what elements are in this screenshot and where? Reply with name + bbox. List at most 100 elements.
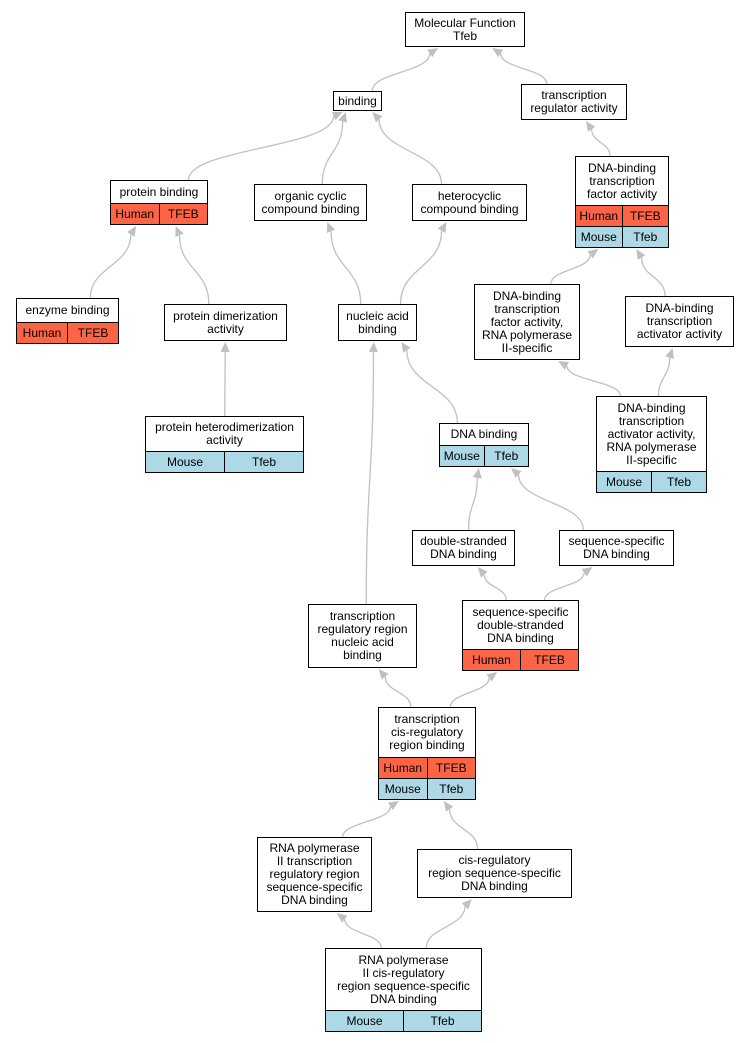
organism-cell: Human: [22, 326, 62, 340]
go-term-label-line: region binding: [389, 738, 465, 752]
go-term-label: enzyme binding: [17, 299, 118, 322]
edge-crr-ss-to-tcrr: [448, 809, 479, 850]
go-term-label-line: DNA-binding: [617, 400, 686, 415]
edge-dna-binding-to-nucleic-acid: [406, 350, 459, 424]
go-term-label-line: protein dimerization: [173, 308, 278, 323]
organism-cell: Mouse: [166, 455, 204, 469]
edge-arrowhead: [336, 913, 348, 923]
edge-organic-cyclic-to-binding: [321, 121, 344, 185]
go-term-label-line: factor activity: [586, 186, 658, 201]
go-term-label: DNA binding: [440, 424, 528, 445]
go-term-label-line: DNA binding: [450, 427, 518, 441]
edge-protein-dimerization-to-protein-binding: [178, 235, 210, 305]
go-term-label-line: II transcription: [276, 854, 353, 868]
go-term-label-line: binding: [343, 648, 382, 662]
edge-arrowhead: [486, 672, 498, 682]
go-term-label-line: organic cyclic: [274, 188, 347, 203]
go-term-label-line: transcription: [646, 314, 713, 328]
go-term-label-line: nucleic acid: [346, 308, 409, 323]
edge-arrowhead: [586, 121, 596, 132]
edge-ssds-dna-to-ss-dna: [543, 572, 585, 601]
organism-cell: Human: [383, 761, 423, 775]
go-term-label-line: DNA binding: [583, 547, 650, 561]
edge-dbtfa-to-tra: [591, 129, 611, 157]
go-term-label-line: compound binding: [420, 201, 519, 216]
gene-symbol-cell: Tfeb: [224, 452, 303, 472]
edge-arrowhead: [388, 801, 399, 811]
go-term-node-binding[interactable]: binding: [333, 91, 382, 111]
edge-protein-binding-to-binding: [187, 115, 335, 181]
organism-cell: Human: [115, 207, 155, 221]
gene-symbol-cell: Tfeb: [621, 227, 669, 247]
go-term-label-line: double-stranded: [477, 617, 564, 632]
go-term-label-line: II-specific: [626, 452, 677, 467]
edge-arrowhead: [175, 226, 184, 237]
edge-binding-to-root: [371, 53, 431, 92]
edge-heterocyclic-to-binding: [378, 119, 443, 185]
go-term-label-line: II cis-regulatory: [362, 965, 445, 980]
edge-dbtaa-pol2-to-dbtfa-pol2: [566, 365, 622, 397]
edge-arrowhead: [331, 111, 343, 121]
edge-dbtaa-to-dbtfa: [640, 257, 666, 297]
edge-arrowhead: [511, 468, 522, 478]
go-term-label-line: nucleic acid: [331, 635, 394, 649]
edge-arrowhead: [443, 801, 454, 812]
edge-dbtfa-pol2-to-dbtfa: [550, 254, 591, 285]
go-term-label-line: cis-regulatory: [458, 853, 531, 867]
go-term-label-line: Molecular Function: [414, 15, 516, 30]
go-term-label-line: activity: [207, 321, 244, 336]
go-term-label-line: DNA-binding: [492, 288, 562, 303]
edge-ssds-dna-to-ds-dna: [483, 574, 507, 601]
go-term-label-line: RNA polymerase: [269, 841, 360, 855]
edge-tcrr-to-trr-na: [384, 676, 412, 708]
organism-cell: Mouse: [580, 230, 617, 244]
go-term-label-line: Tfeb: [452, 28, 477, 43]
edge-arrowhead: [587, 249, 599, 259]
go-term-label-line: regulator activity: [530, 101, 618, 115]
organism-cell: Mouse: [384, 782, 421, 796]
edge-pol2-trr-to-tcrr: [341, 806, 392, 838]
edge-arrowhead: [492, 48, 504, 58]
gene-symbol-cell: TFEB: [621, 206, 669, 226]
go-term-label-line: sequence-specific: [266, 880, 363, 894]
go-term-label-line: DNA binding: [281, 893, 348, 907]
go-term-label-line: RNA polymerase: [358, 952, 449, 967]
go-term-label-line: region sequence-specific: [337, 978, 470, 993]
go-term-label-line: transcription: [394, 712, 460, 726]
go-term-label-line: cis-regulatory: [390, 725, 464, 739]
go-term-label-line: transcription: [589, 173, 655, 188]
edge-arrowhead: [581, 567, 593, 577]
